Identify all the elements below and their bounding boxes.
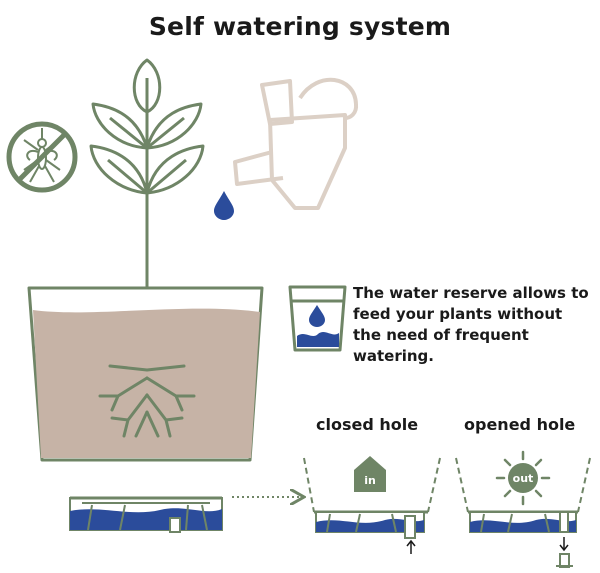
closed-hole-label: closed hole xyxy=(316,415,419,434)
water-reserve-icon xyxy=(288,285,347,352)
plant-roots xyxy=(98,364,196,438)
in-label: in xyxy=(364,474,376,487)
house-icon: in xyxy=(354,456,386,492)
no-mosquito-icon xyxy=(6,121,78,193)
opened-hole-label: opened hole xyxy=(464,415,576,434)
plant-pot xyxy=(27,286,264,462)
opened-hole-pot xyxy=(455,457,591,568)
reserve-description: The water reserve allows to feed your pl… xyxy=(353,284,589,365)
sun-icon: out xyxy=(495,450,551,506)
watering-can-icon xyxy=(233,77,359,210)
plant-icon xyxy=(89,58,205,440)
page-title: Self watering system xyxy=(148,12,452,41)
water-drop-icon xyxy=(214,191,234,220)
main-water-reservoir xyxy=(69,496,223,533)
closed-hole-pot xyxy=(303,457,441,554)
out-label: out xyxy=(513,472,534,485)
